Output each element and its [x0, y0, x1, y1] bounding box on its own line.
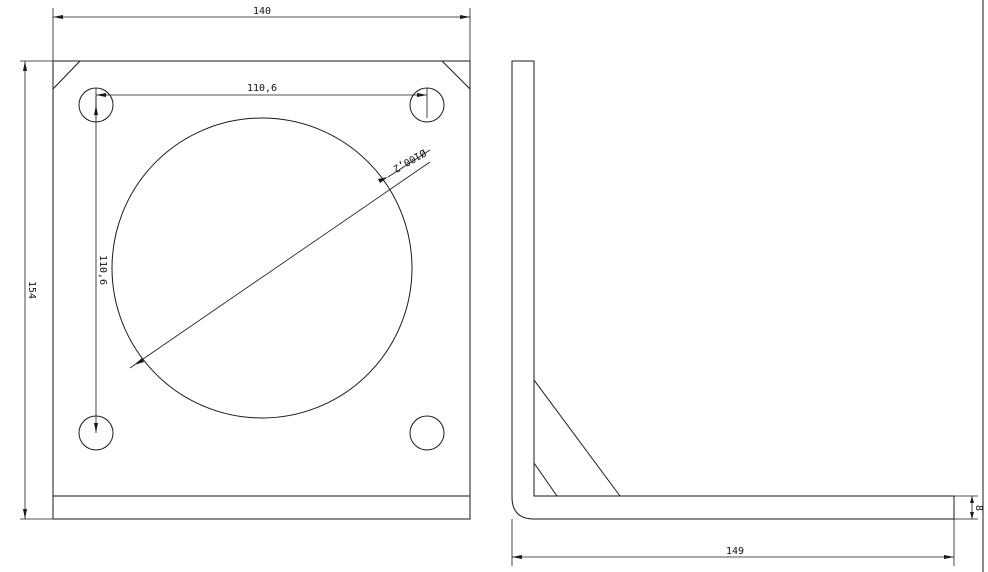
dimension-hole-horizontal: 110,6 [95, 83, 428, 118]
thickness-label: 8 [973, 505, 984, 511]
gusset-line-inner [533, 462, 558, 497]
dimension-length: 149 [511, 519, 955, 566]
center-hole [111, 117, 413, 419]
hole-bottom-right [409, 415, 445, 451]
chamfer-left [52, 60, 81, 90]
gusset-line-outer [533, 379, 621, 497]
dimension-hole-vertical: 110,6 [94, 96, 108, 433]
width-label: 140 [253, 6, 271, 17]
diameter-label: Ø100,2 [391, 146, 428, 174]
dimension-width: 140 [52, 6, 471, 61]
side-view: 149 8 [511, 60, 984, 566]
bracket-profile [511, 60, 955, 520]
chamfer-right [441, 60, 471, 90]
hole-spacing-vertical-label: 110,6 [97, 255, 108, 285]
length-label: 149 [726, 546, 744, 557]
dimension-height: 154 [20, 60, 53, 520]
plate-outline [52, 61, 471, 520]
front-view: 140 154 110,6 110,6 [20, 6, 471, 520]
dimension-thickness: 8 [954, 495, 984, 520]
height-label: 154 [26, 281, 37, 299]
dimension-diameter: Ø100,2 [129, 146, 431, 369]
hole-spacing-horizontal-label: 110,6 [247, 83, 277, 94]
